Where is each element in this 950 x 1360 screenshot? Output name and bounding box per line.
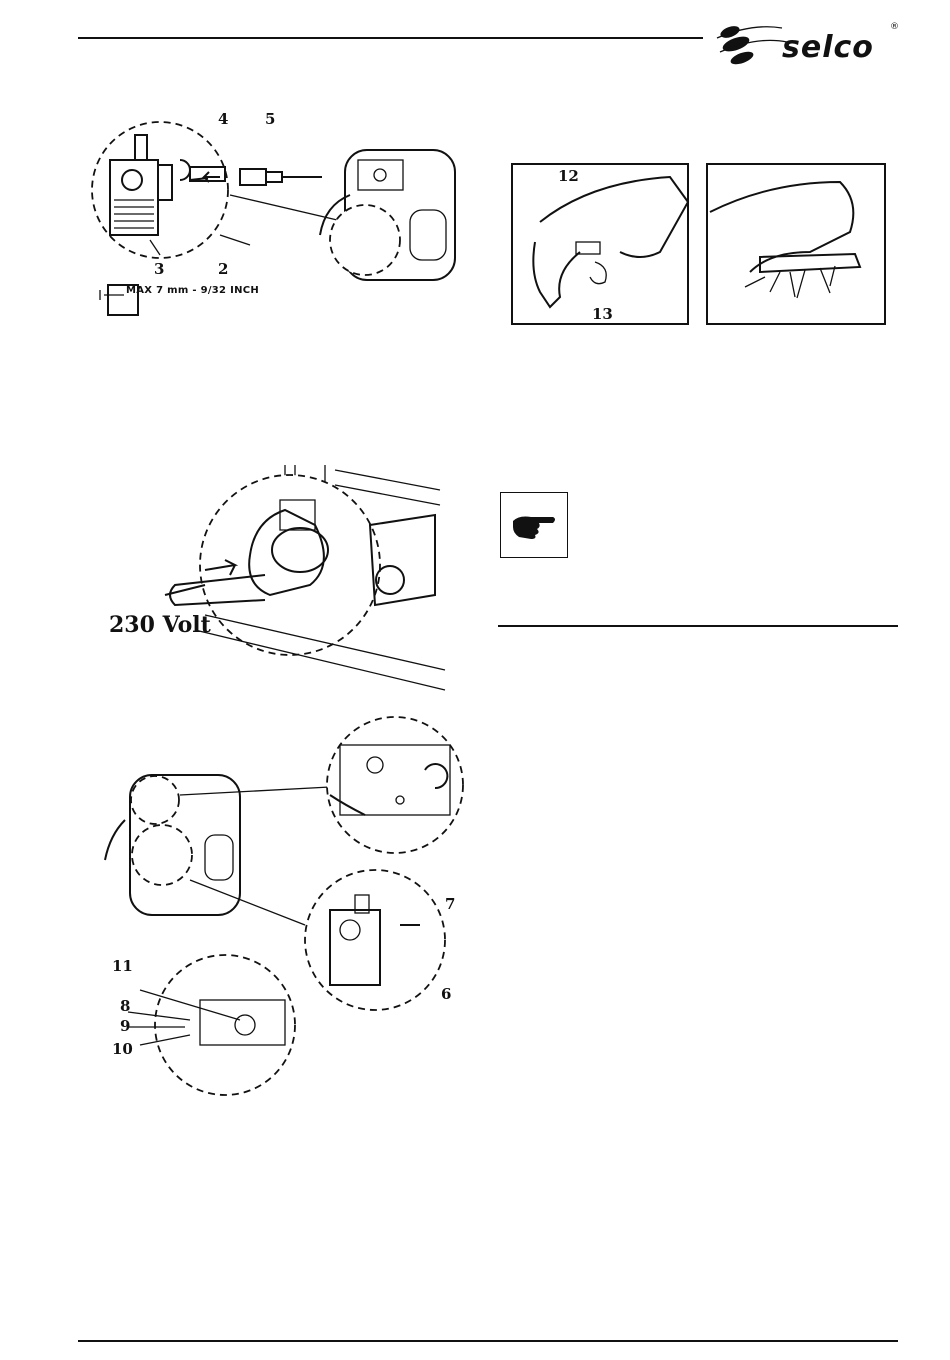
figure-torch-connection: 4 5 3 2 MAX 7 mm - 9/32 INCH xyxy=(80,105,480,335)
voltage-label: 230 Volt xyxy=(109,612,211,638)
registered-mark: ® xyxy=(890,22,899,32)
callout-12: 12 xyxy=(558,167,579,185)
callout-7: 7 xyxy=(445,895,455,913)
brand-logo: selco ® xyxy=(712,18,902,73)
callout-2: 2 xyxy=(218,260,228,278)
pointing-hand-icon xyxy=(501,493,569,559)
callout-9: 9 xyxy=(120,1017,130,1035)
figure-plug: 230 Volt xyxy=(105,465,450,695)
callout-5: 5 xyxy=(265,110,275,128)
callout-4: 4 xyxy=(218,110,228,128)
max-length-note: MAX 7 mm - 9/32 INCH xyxy=(126,285,259,296)
footer-rule xyxy=(78,1340,898,1342)
callout-13: 13 xyxy=(592,305,613,323)
brand-name: selco xyxy=(782,30,874,65)
logo-swoosh-icon xyxy=(712,18,792,73)
note-box xyxy=(500,492,568,558)
callout-11: 11 xyxy=(112,957,133,975)
figure-machine-panel: 7 6 11 8 9 10 xyxy=(100,715,470,1100)
section-rule xyxy=(498,625,898,627)
callout-8: 8 xyxy=(120,997,130,1015)
header-rule xyxy=(78,37,703,39)
callout-3: 3 xyxy=(154,260,164,278)
figure-torch-usage: 12 13 xyxy=(510,162,890,327)
callout-6: 6 xyxy=(441,985,451,1003)
callout-10: 10 xyxy=(112,1040,133,1058)
